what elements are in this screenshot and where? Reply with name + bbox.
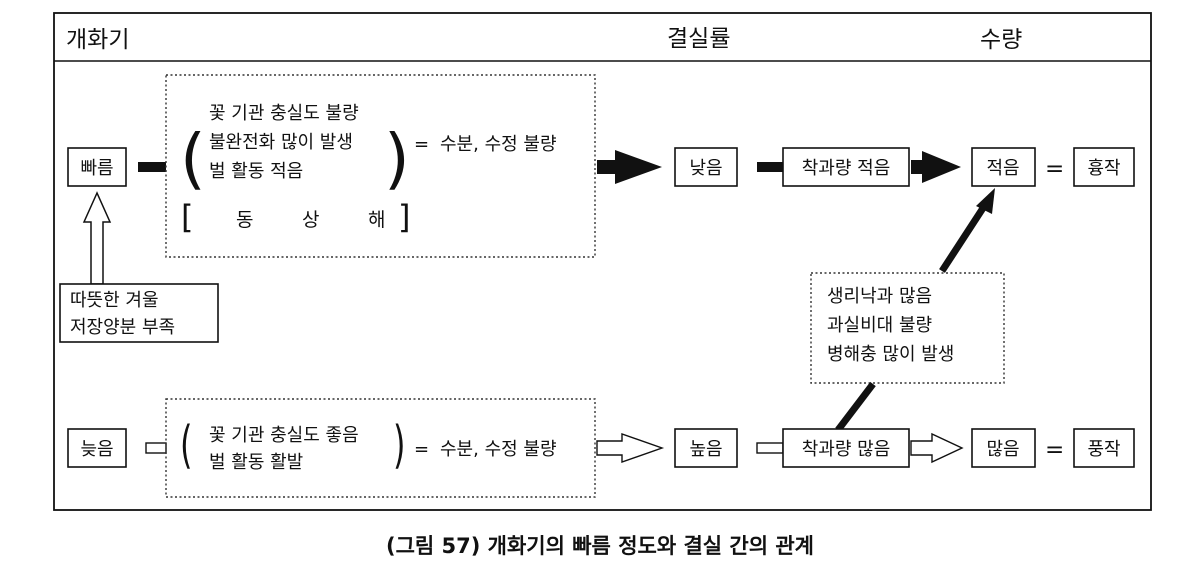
early-equals: = bbox=[414, 134, 429, 155]
late-left-brace: ( bbox=[180, 415, 192, 475]
early-causes-group bbox=[165, 74, 596, 258]
early-set-rate-label: 낮음 bbox=[689, 158, 722, 179]
header-flowering: 개화기 bbox=[66, 27, 129, 53]
frost-char-2: 상 bbox=[302, 209, 319, 231]
late-speed-box bbox=[67, 428, 127, 468]
early-yield-box bbox=[971, 147, 1036, 187]
note-to-yield-shaft bbox=[939, 203, 988, 273]
early-result-box bbox=[1073, 147, 1135, 187]
early-fruit-connector bbox=[757, 162, 783, 172]
late-result-label: 풍작 bbox=[1087, 439, 1120, 460]
late-to-note-line bbox=[835, 381, 876, 433]
middle-note-line-2: 과실비대 불량 bbox=[827, 315, 932, 336]
late-arrow bbox=[596, 433, 665, 463]
header-fruit-set-rate: 결실률 bbox=[667, 26, 730, 52]
middle-note-line-1: 생리낙과 많음 bbox=[827, 286, 932, 307]
warm-winter-box bbox=[59, 283, 219, 343]
early-right-brace: ) bbox=[384, 120, 410, 197]
early-fruit-load-box bbox=[782, 147, 910, 187]
frost-char-1: 동 bbox=[236, 209, 253, 231]
late-right-brace: ) bbox=[393, 415, 405, 475]
early-result-label: 흉작 bbox=[1087, 158, 1120, 179]
middle-note-line-3: 병해충 많이 발생 bbox=[827, 344, 954, 365]
early-cause-2: 불완전화 많이 발생 bbox=[209, 132, 353, 153]
early-arrow2-shaft bbox=[911, 160, 925, 174]
late-equals: = bbox=[414, 439, 429, 460]
frost-char-3: 해 bbox=[368, 209, 385, 231]
late-set-rate-label: 높음 bbox=[689, 439, 722, 460]
figure-caption: (그림 57) 개화기의 빠름 정도와 결실 간의 관계 bbox=[386, 534, 814, 558]
late-speed-label: 늦음 bbox=[80, 439, 113, 460]
early-cause-3: 벌 활동 적음 bbox=[209, 161, 303, 182]
early-effect: 수분, 수정 불량 bbox=[440, 134, 557, 155]
late-fruit-load-label: 착과량 많음 bbox=[802, 439, 891, 460]
early-yield-label: 적음 bbox=[986, 158, 1019, 179]
note-to-yield-head bbox=[976, 188, 995, 214]
early-speed-box bbox=[67, 147, 127, 187]
late-yield-box bbox=[971, 428, 1036, 468]
early-left-brace: ( bbox=[180, 120, 206, 197]
early-connector bbox=[138, 162, 166, 172]
late-result-box bbox=[1073, 428, 1135, 468]
frost-left-bracket: [ bbox=[181, 198, 193, 236]
warm-winter-up-arrow bbox=[82, 191, 112, 285]
late-cause-1: 꽃 기관 충실도 좋음 bbox=[209, 425, 359, 446]
late-causes-group bbox=[165, 398, 596, 498]
early-arrow2-head bbox=[922, 151, 961, 183]
late-cause-2: 벌 활동 활발 bbox=[209, 452, 303, 473]
late-fruit-load-box bbox=[782, 428, 910, 468]
late-fruit-connector bbox=[756, 442, 784, 454]
early-result-equals: = bbox=[1045, 156, 1064, 182]
frost-right-bracket: ] bbox=[398, 198, 410, 236]
diagram-frame bbox=[53, 12, 1152, 511]
middle-note-box bbox=[810, 272, 1005, 384]
early-cause-1: 꽃 기관 충실도 불량 bbox=[209, 103, 359, 124]
late-yield-label: 많음 bbox=[986, 439, 1019, 460]
warm-winter-line-2: 저장양분 부족 bbox=[70, 317, 175, 338]
late-effect: 수분, 수정 불량 bbox=[440, 439, 557, 460]
early-arrow-shaft bbox=[597, 160, 617, 174]
late-arrow2 bbox=[910, 432, 964, 464]
early-arrow-head bbox=[615, 150, 662, 184]
early-speed-label: 빠름 bbox=[80, 158, 113, 179]
late-connector bbox=[145, 442, 167, 454]
warm-winter-line-1: 따뜻한 겨울 bbox=[70, 290, 159, 311]
late-set-rate-box bbox=[674, 428, 738, 468]
early-set-rate-box bbox=[674, 147, 738, 187]
early-fruit-load-label: 착과량 적음 bbox=[802, 158, 891, 179]
late-result-equals: = bbox=[1045, 437, 1064, 463]
header-yield: 수량 bbox=[980, 27, 1022, 53]
